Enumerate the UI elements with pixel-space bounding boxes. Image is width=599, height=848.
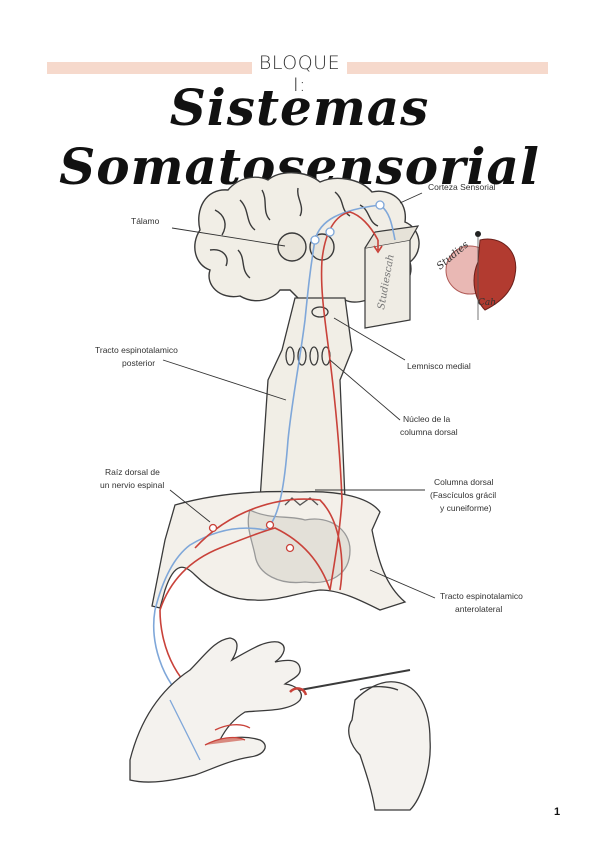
label-tracto-antero-2: anterolateral [455, 604, 503, 614]
block-label: BLOQUE I: [258, 52, 341, 96]
arrow-icon [373, 240, 383, 254]
label-corteza-sensorial: Corteza Sensorial [428, 182, 496, 192]
spinal-cord-section [151, 490, 407, 611]
watermark-logo: Studies Cah [435, 231, 517, 320]
label-tracto-posterior-1: Tracto espinotalamico [95, 345, 178, 355]
header-band-right [347, 62, 548, 74]
label-columna-2: (Fascículos grácil [430, 490, 497, 500]
label-nucleo-1: Núcleo de la [403, 414, 451, 424]
label-columna-3: y cuneiforme) [440, 503, 492, 513]
hand-illustration [129, 637, 302, 783]
header-band-left [47, 62, 252, 74]
label-nucleo-2: columna dorsal [400, 427, 458, 437]
label-lemnisco-medial: Lemnisco medial [407, 361, 471, 371]
label-columna-1: Columna dorsal [434, 477, 494, 487]
leader-lines [162, 192, 436, 599]
spinal-cord [259, 297, 353, 501]
label-tracto-posterior-2: posterior [122, 358, 156, 368]
neuron-markers [208, 200, 385, 553]
stimulus-mark [289, 687, 308, 696]
label-raiz-2: un nervio espinal [100, 480, 165, 490]
brain-illustration [194, 172, 420, 303]
label-talamo: Tálamo [131, 216, 160, 226]
watermark-text-b: Cah [478, 298, 496, 308]
page-number: 1 [554, 806, 561, 818]
label-raiz-1: Raíz dorsal de [105, 467, 160, 477]
label-tracto-antero-1: Tracto espinotalamico [440, 591, 523, 601]
hand-with-needle [299, 669, 431, 811]
